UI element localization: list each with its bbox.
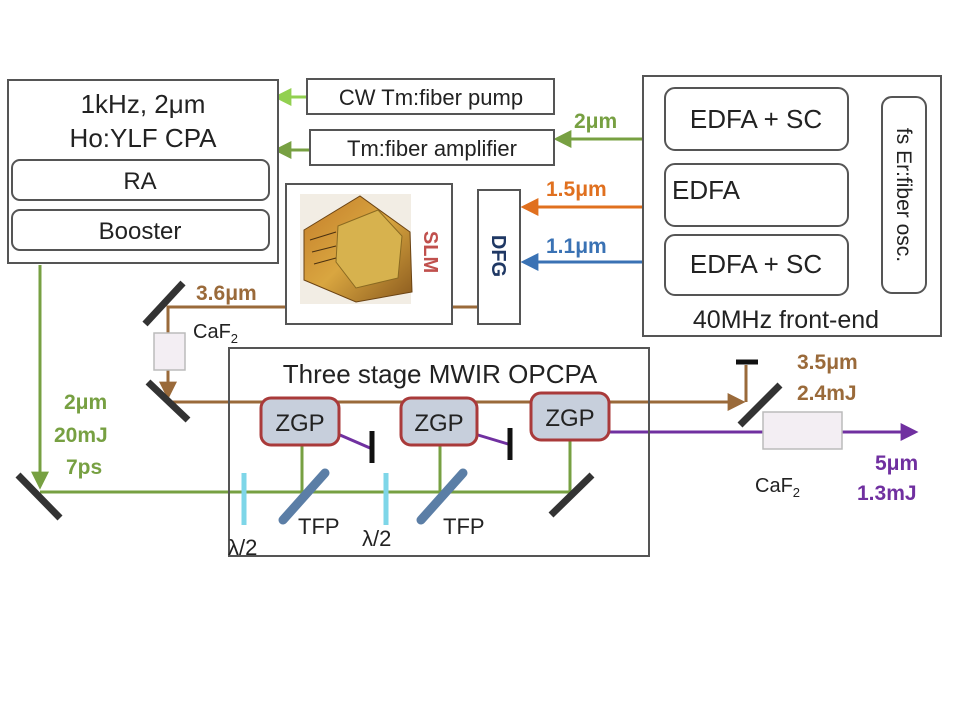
- zgp-label-2: ZGP: [414, 410, 463, 437]
- tfp-label-1: TFP: [298, 514, 340, 539]
- dfg-box: [477, 189, 521, 325]
- mirror-output: [737, 382, 783, 428]
- dfg-label: DFG: [487, 235, 509, 277]
- caf2-label-2: CaF2: [755, 475, 800, 500]
- zgp-crystal-3: [529, 391, 611, 442]
- cpa-title-line2: Ho:YLF CPA: [70, 123, 218, 153]
- label-1p5um: 1.5μm: [546, 178, 607, 201]
- zgp-label-1: ZGP: [275, 410, 324, 437]
- purple-dump-2: [477, 433, 509, 446]
- mirror-pump-turn: [15, 472, 63, 521]
- opcpa-title: Three stage MWIR OPCPA: [283, 359, 598, 389]
- mirror-slm-turn: [142, 280, 186, 327]
- cw-pump-label: CW Tm:fiber pump: [339, 85, 523, 110]
- label-3p5um: 3.5μm: [797, 351, 858, 374]
- label-2p4mj: 2.4mJ: [797, 382, 857, 405]
- purple-dump-1: [339, 433, 371, 450]
- booster-module: [11, 209, 270, 251]
- label-3p6um: 3.6μm: [196, 282, 257, 305]
- edfa-mid: [664, 163, 849, 227]
- caf2-window-2: [762, 411, 843, 450]
- waveplate-label-1: λ/2: [228, 535, 257, 560]
- tfp-label-2: TFP: [443, 514, 485, 539]
- amp-box: [309, 129, 555, 166]
- edfa-sc-top: [664, 87, 849, 151]
- slm-label: SLM: [419, 231, 441, 273]
- ra-label: RA: [123, 168, 156, 195]
- mirror-pump-end: [548, 472, 595, 518]
- label-1p1um: 1.1μm: [546, 235, 607, 258]
- caf2-label-2-sub: 2: [793, 485, 800, 500]
- edfa-sc-bottom: [664, 234, 849, 296]
- caf2-label-1: CaF2: [193, 321, 238, 346]
- label-pump-7ps: 7ps: [66, 456, 102, 479]
- amp-label: Tm:fiber amplifier: [347, 136, 517, 161]
- frontend-label: 40MHz front-end: [693, 306, 879, 334]
- tfp-2: [416, 468, 468, 525]
- zgp-label-3: ZGP: [545, 405, 594, 432]
- label-pump-2um: 2μm: [64, 391, 107, 414]
- slm-device-photo: [300, 194, 413, 304]
- zgp-crystal-2: [399, 396, 479, 447]
- booster-label: Booster: [99, 218, 182, 245]
- zgp-crystal-1: [259, 396, 341, 447]
- edfa-sc-bottom-label: EDFA + SC: [690, 249, 822, 279]
- cpa-title-line1: 1kHz, 2μm: [81, 89, 206, 119]
- opcpa-box: [228, 347, 650, 557]
- mirror-opcpa-entry: [145, 379, 191, 423]
- label-1p3mj: 1.3mJ: [857, 482, 917, 505]
- ra-module: [11, 159, 270, 201]
- edfa-sc-top-label: EDFA + SC: [690, 104, 822, 134]
- edfa-mid-label: EDFA: [672, 175, 741, 205]
- label-pump-20mj: 20mJ: [54, 424, 108, 447]
- caf2-window-1: [153, 332, 186, 371]
- label-5um: 5μm: [875, 452, 918, 475]
- cw-pump-box: [306, 78, 555, 115]
- label-2um-to-amp: 2μm: [574, 110, 617, 133]
- caf2-label-1-base: CaF: [193, 321, 231, 343]
- waveplate-label-2: λ/2: [362, 526, 391, 551]
- oscillator-box: [881, 96, 927, 294]
- oscillator-label: fs Er:fiber osc.: [892, 128, 915, 262]
- tfp-1: [278, 468, 330, 525]
- caf2-label-1-sub: 2: [231, 331, 238, 346]
- caf2-label-2-base: CaF: [755, 475, 793, 497]
